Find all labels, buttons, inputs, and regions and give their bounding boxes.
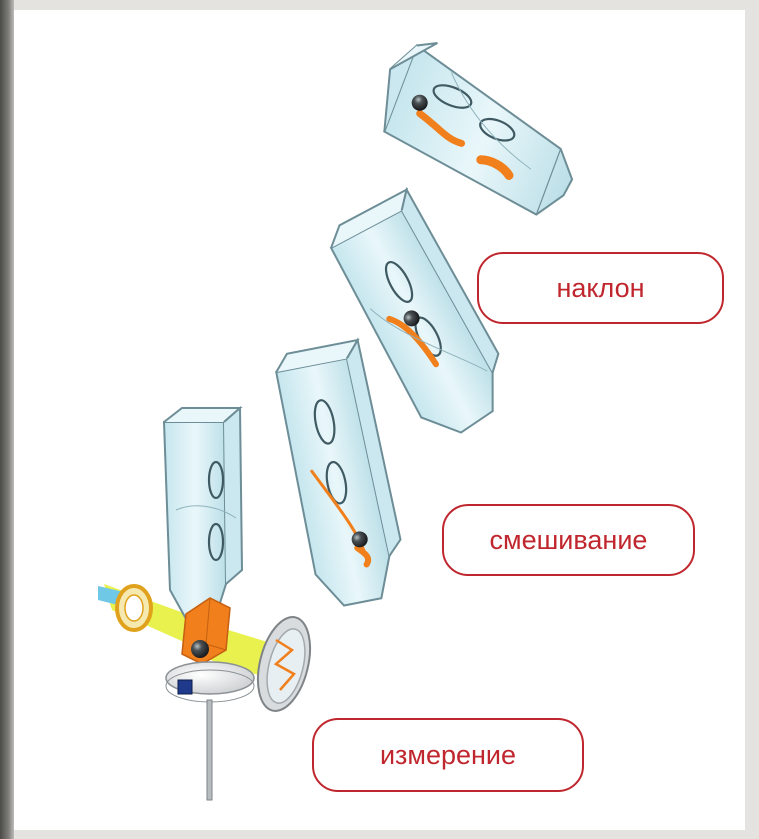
photodetector-icon bbox=[249, 612, 319, 717]
measurement-label-box: измерение bbox=[312, 718, 584, 792]
steel-ball-icon bbox=[191, 640, 209, 658]
process-illustration bbox=[14, 10, 745, 830]
diagram-canvas: наклон смешивание измерение bbox=[14, 10, 745, 830]
mixing-label: смешивание bbox=[490, 525, 648, 556]
tilt-label-box: наклон bbox=[477, 252, 724, 324]
mixing-label-box: смешивание bbox=[442, 504, 695, 576]
light-source-icon bbox=[117, 586, 151, 630]
measurement-station bbox=[98, 408, 319, 800]
tilt-label: наклон bbox=[556, 273, 644, 304]
cuvette-icon-tilted bbox=[360, 30, 600, 222]
magnet-icon bbox=[178, 680, 192, 694]
measurement-label: измерение bbox=[380, 740, 516, 771]
left-frame-bar bbox=[0, 0, 14, 839]
cuvette-icon-mixing-2 bbox=[273, 339, 411, 609]
